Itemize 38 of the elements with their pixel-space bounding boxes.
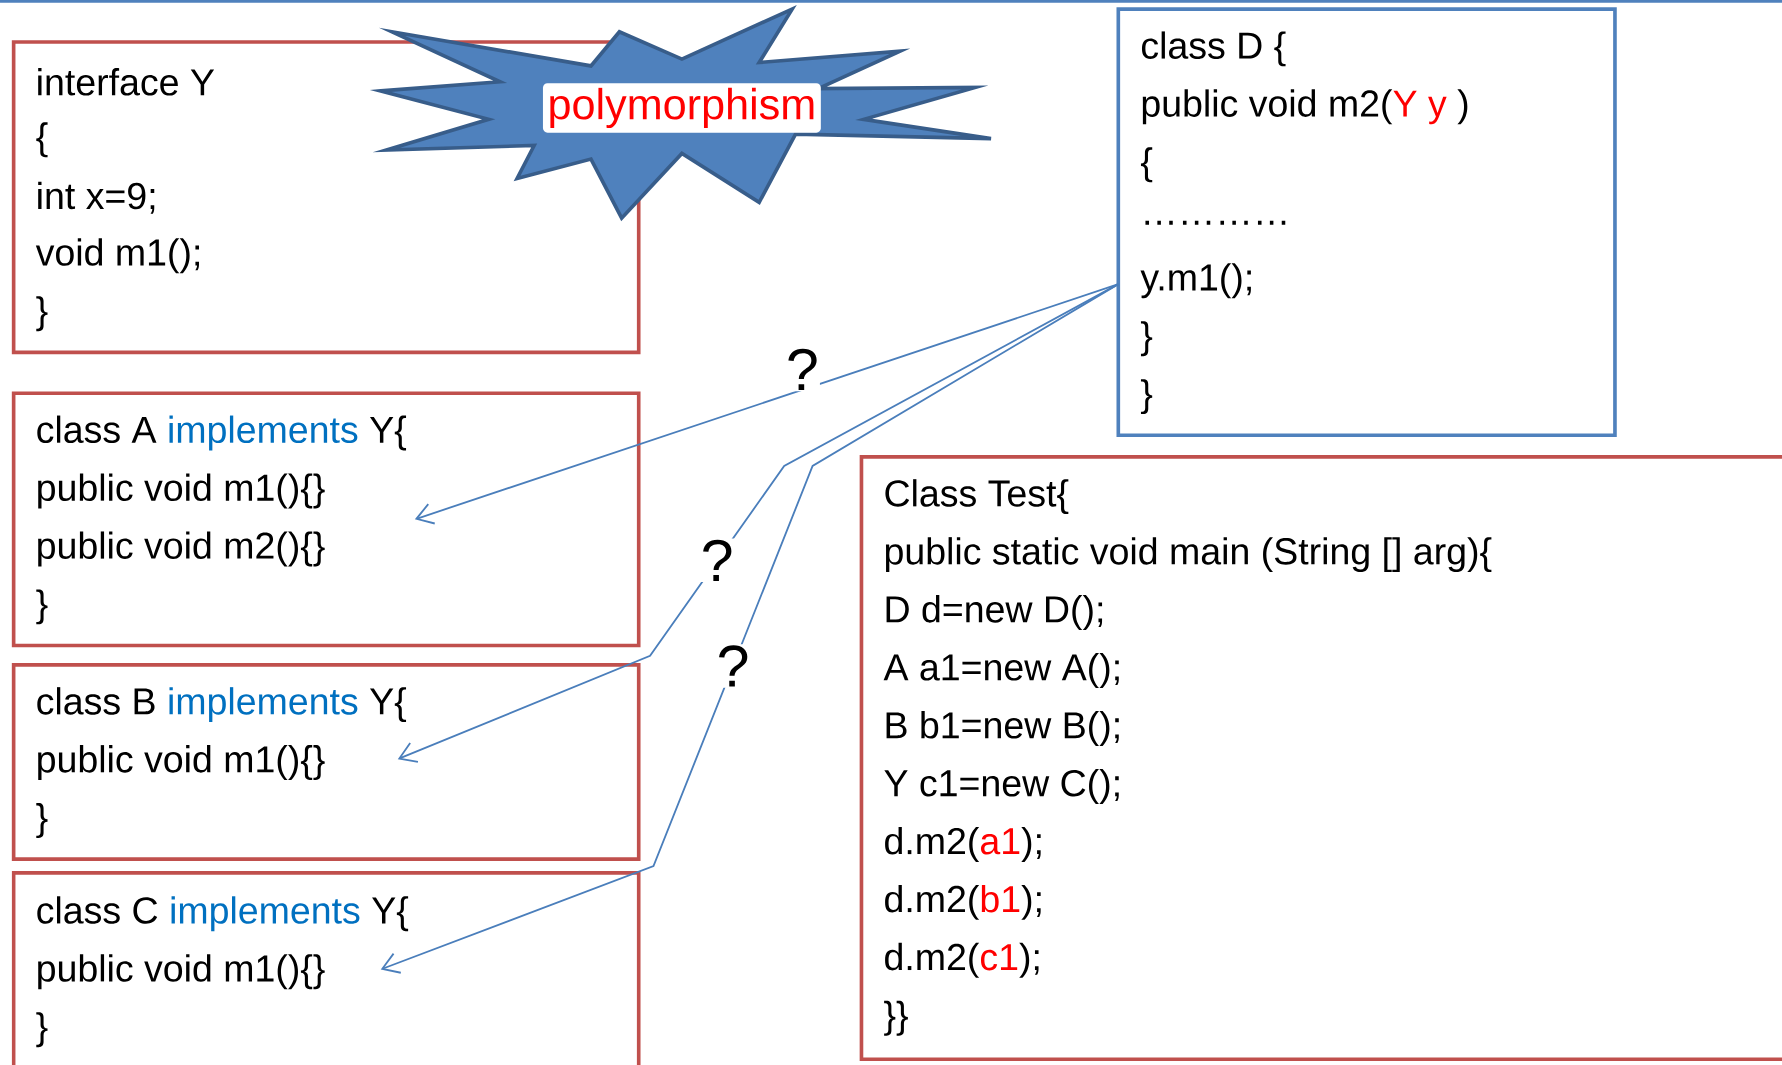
- code-line: public void m2(){}: [34, 530, 327, 568]
- code-line: Y c1=new C();: [882, 767, 1124, 806]
- code-line: public void m1(){}: [34, 744, 327, 782]
- code-line: }: [34, 1011, 50, 1049]
- code-line: y.m1();: [1139, 262, 1256, 300]
- code-line: D d=new D();: [882, 594, 1107, 632]
- code-line: void m1();: [34, 237, 204, 275]
- code-line: A a1=new A();: [882, 652, 1124, 690]
- edge-label: ?: [699, 538, 735, 583]
- arrow: [414, 283, 1120, 525]
- code-line: {: [1139, 146, 1154, 184]
- code-line: class D {: [1139, 30, 1288, 68]
- arrow: [380, 283, 1120, 974]
- code-line: }: [1139, 378, 1154, 416]
- code-line: B b1=new B();: [882, 709, 1124, 748]
- code-line: d.m2(b1);: [882, 883, 1046, 922]
- code-line: }: [34, 295, 50, 333]
- code-line: class B implements Y{: [34, 686, 408, 724]
- code-line: }: [34, 588, 50, 626]
- code-line: {: [34, 121, 50, 159]
- code-line: }: [1139, 320, 1154, 358]
- code-line: class A implements Y{: [34, 414, 408, 452]
- code-line: }: [34, 802, 50, 840]
- edge-label: ?: [784, 347, 820, 392]
- edge-label: ?: [715, 644, 751, 688]
- code-line: interface Y: [34, 67, 217, 97]
- code-line: …………: [1139, 219, 1292, 226]
- code-line: public void m1(){}: [34, 953, 327, 991]
- code-line: class C implements Y{: [34, 895, 410, 933]
- code-line: d.m2(a1);: [882, 825, 1046, 864]
- code-line: public static void main (String [] arg){: [882, 536, 1494, 574]
- code-line: public void m1(){}: [34, 472, 327, 510]
- starburst-label: polymorphism: [542, 83, 821, 133]
- code-line: d.m2(c1);: [882, 941, 1044, 979]
- code-line: Class Test{: [882, 478, 1071, 516]
- code-line: }}: [882, 999, 910, 1037]
- code-line: int x=9;: [34, 180, 159, 215]
- code-line: public void m2(Y y ): [1139, 88, 1471, 126]
